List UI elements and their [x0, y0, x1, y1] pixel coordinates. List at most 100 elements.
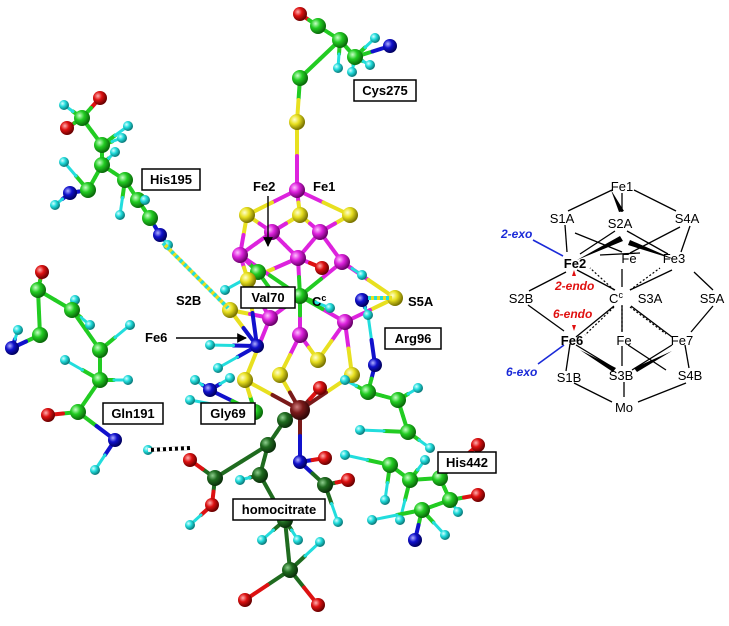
atom — [59, 157, 69, 167]
val70-text: Val70 — [251, 290, 284, 305]
atom — [213, 363, 223, 373]
sch-s1b: S1B — [557, 370, 582, 385]
atom — [440, 530, 450, 540]
atom — [185, 520, 195, 530]
endo6-arrow — [572, 325, 576, 331]
sch-mo: Mo — [615, 400, 633, 415]
atom — [92, 372, 108, 388]
atom — [282, 562, 298, 578]
his195-text: His195 — [150, 172, 192, 187]
cluster-schematic: Fe1 S1A S2A S4A Fe Fe2 Fe3 2-exo 2-endo … — [500, 179, 725, 415]
fe6-label: Fe6 — [145, 330, 167, 345]
schematic-bonds — [527, 189, 714, 403]
atom — [310, 352, 326, 368]
atom — [400, 424, 416, 440]
atom — [341, 473, 355, 487]
atom — [368, 358, 382, 372]
atom — [333, 63, 343, 73]
atom — [380, 495, 390, 505]
atom — [292, 288, 308, 304]
atom — [94, 137, 110, 153]
atom — [471, 438, 485, 452]
atom — [290, 400, 310, 420]
atom — [207, 470, 223, 486]
fe1-label: Fe1 — [313, 179, 335, 194]
residue-label-homocitrate: homocitrate — [232, 498, 326, 521]
atom — [90, 465, 100, 475]
sch-s1a: S1A — [550, 211, 575, 226]
residue-label-cys275: Cys275 — [353, 79, 417, 102]
atom — [240, 272, 256, 288]
atom — [264, 224, 280, 240]
atom — [117, 133, 127, 143]
sch-s2a: S2A — [608, 216, 633, 231]
atom — [250, 339, 264, 353]
atom — [332, 32, 348, 48]
sch-fe1: Fe1 — [611, 179, 633, 194]
sch-s4b: S4B — [678, 368, 703, 383]
atom — [183, 453, 197, 467]
residue-label-val70: Val70 — [240, 286, 296, 309]
atom — [370, 33, 380, 43]
atom — [30, 282, 46, 298]
atom — [367, 515, 377, 525]
atom — [185, 395, 195, 405]
sch-fe2: Fe2 — [564, 256, 586, 271]
atom — [60, 355, 70, 365]
atom — [292, 70, 308, 86]
atom — [420, 455, 430, 465]
atom — [108, 433, 122, 447]
atom — [408, 533, 422, 547]
atom — [277, 412, 293, 428]
atom — [292, 327, 308, 343]
atom — [142, 210, 158, 226]
sch-exo2: 2-exo — [500, 227, 532, 241]
atom — [239, 207, 255, 223]
sch-s2b: S2B — [509, 291, 534, 306]
atom — [310, 18, 326, 34]
atom — [333, 517, 343, 527]
atom — [13, 325, 23, 335]
atom — [325, 303, 335, 313]
atom — [347, 49, 363, 65]
atom — [123, 375, 133, 385]
atom — [205, 340, 215, 350]
atom — [35, 265, 49, 279]
sch-s5a: S5A — [700, 291, 725, 306]
atom — [390, 392, 406, 408]
atom — [357, 270, 367, 280]
atom — [340, 375, 350, 385]
endo2-arrow — [572, 270, 576, 276]
sch-fe7: Fe7 — [671, 333, 693, 348]
atom — [140, 195, 150, 205]
s2b-label: S2B — [176, 293, 201, 308]
atom — [203, 383, 217, 397]
residue-label-gln191: Gln191 — [102, 402, 164, 425]
sch-cc: Cc — [609, 290, 623, 306]
atom — [387, 290, 403, 306]
sch-s3a: S3A — [638, 291, 663, 306]
atom — [413, 383, 423, 393]
hbond-dash — [147, 446, 191, 452]
atom — [289, 182, 305, 198]
sch-fe3: Fe3 — [663, 251, 685, 266]
atom — [313, 381, 327, 395]
atom — [252, 467, 268, 483]
atom — [315, 261, 329, 275]
sch-fe6: Fe6 — [561, 333, 583, 348]
exo2-bond — [532, 239, 564, 257]
atom — [60, 121, 74, 135]
atom — [360, 384, 376, 400]
atom — [334, 254, 350, 270]
atom — [293, 535, 303, 545]
atom — [293, 455, 307, 469]
atom — [453, 507, 463, 517]
atom — [260, 437, 276, 453]
residue-label-gly69: Gly69 — [200, 402, 256, 425]
atom — [5, 341, 19, 355]
atom — [220, 285, 230, 295]
homocitrate-text: homocitrate — [242, 502, 316, 517]
hbond-line — [161, 241, 230, 310]
atom — [232, 247, 248, 263]
